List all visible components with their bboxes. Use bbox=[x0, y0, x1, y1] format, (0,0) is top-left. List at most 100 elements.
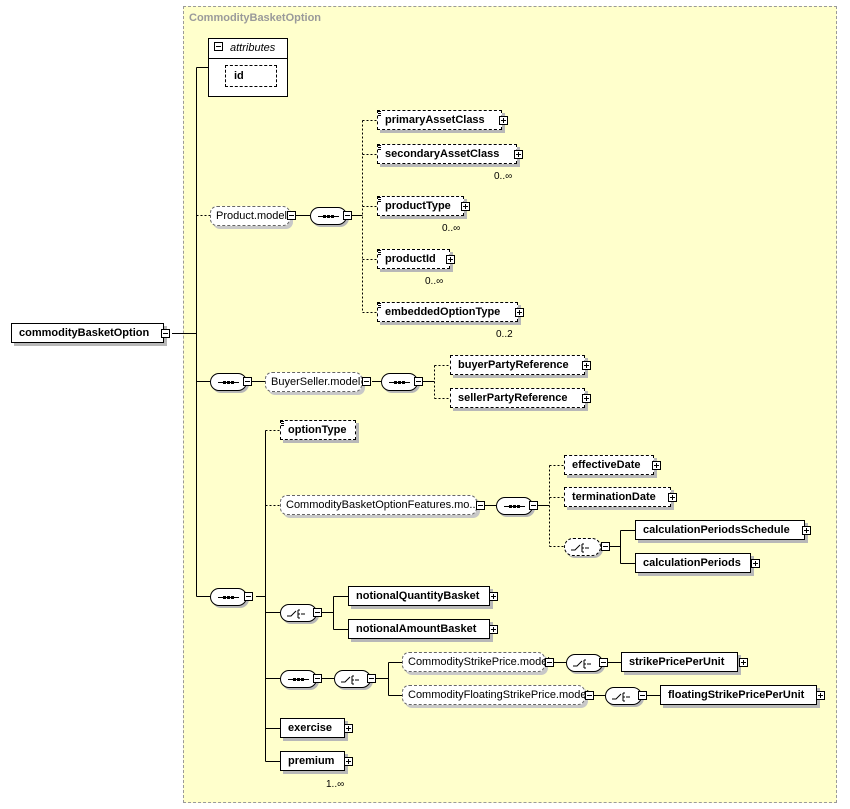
element-floating-strike-price-per-unit[interactable]: floatingStrikePricePerUnit bbox=[660, 685, 817, 705]
calculation-choice-collapse-button[interactable] bbox=[601, 542, 610, 551]
buyerseller-model-collapse-button[interactable] bbox=[362, 377, 371, 386]
product-id-expand-button[interactable] bbox=[446, 255, 455, 264]
element-calculation-periods[interactable]: calculationPeriods bbox=[635, 553, 751, 573]
strike-price-choice-compositor[interactable] bbox=[566, 654, 603, 672]
notional-amount-basket-expand-button[interactable] bbox=[489, 625, 498, 634]
notional-choice-collapse-button[interactable] bbox=[313, 608, 322, 617]
element-product-type[interactable]: productType bbox=[377, 196, 464, 216]
strike-price-model-group[interactable]: CommodityStrikePrice.model bbox=[402, 652, 550, 672]
floating-strike-price-per-unit-label: floatingStrikePricePerUnit bbox=[668, 689, 805, 701]
calculation-choice-compositor[interactable] bbox=[564, 538, 601, 556]
element-notional-amount-basket[interactable]: notionalAmountBasket bbox=[348, 619, 490, 639]
calculation-periods-label: calculationPeriods bbox=[643, 557, 741, 569]
element-effective-date[interactable]: effectiveDate bbox=[564, 455, 654, 475]
premium-cardinality: 1..∞ bbox=[326, 779, 345, 790]
seller-party-reference-expand-button[interactable] bbox=[582, 394, 591, 403]
attributes-collapse-button[interactable] bbox=[214, 42, 223, 51]
buyerseller-model-label: BuyerSeller.model bbox=[271, 376, 361, 388]
buyer-party-reference-label: buyerPartyReference bbox=[458, 359, 569, 371]
element-buyer-party-reference[interactable]: buyerPartyReference bbox=[450, 355, 585, 375]
element-product-id[interactable]: productId bbox=[377, 249, 450, 269]
strike-price-model-label: CommodityStrikePrice.model bbox=[408, 656, 550, 668]
element-premium[interactable]: premium bbox=[280, 751, 345, 771]
choice-icon bbox=[341, 675, 359, 685]
main-sequence-compositor[interactable] bbox=[210, 588, 247, 606]
effective-date-label: effectiveDate bbox=[572, 459, 641, 471]
product-type-cardinality: 0..∞ bbox=[442, 223, 461, 234]
buyerseller-sequence-collapse-button[interactable] bbox=[243, 377, 252, 386]
calculation-periods-expand-button[interactable] bbox=[751, 559, 760, 568]
strike-price-choice-collapse-button[interactable] bbox=[599, 658, 608, 667]
notional-choice-compositor[interactable] bbox=[280, 604, 317, 622]
option-type-label: optionType bbox=[288, 424, 347, 436]
effective-date-expand-button[interactable] bbox=[652, 461, 661, 470]
product-sequence-compositor[interactable] bbox=[310, 207, 347, 225]
buyerseller-sequence-compositor[interactable] bbox=[210, 373, 247, 391]
seller-party-reference-label: sellerPartyReference bbox=[458, 392, 568, 404]
secondary-asset-class-expand-button[interactable] bbox=[514, 150, 523, 159]
element-exercise[interactable]: exercise bbox=[280, 718, 345, 738]
strike-sequence-collapse-button[interactable] bbox=[313, 674, 322, 683]
notional-quantity-basket-expand-button[interactable] bbox=[489, 592, 498, 601]
root-element[interactable]: commodityBasketOption bbox=[11, 323, 164, 343]
choice-icon bbox=[573, 659, 591, 669]
buyerseller-model-group[interactable]: BuyerSeller.model bbox=[265, 372, 362, 392]
element-notional-quantity-basket[interactable]: notionalQuantityBasket bbox=[348, 586, 490, 606]
strike-sequence-compositor[interactable] bbox=[280, 670, 317, 688]
product-type-label: productType bbox=[385, 200, 451, 212]
root-collapse-button[interactable] bbox=[161, 329, 170, 338]
exercise-expand-button[interactable] bbox=[344, 724, 353, 733]
element-seller-party-reference[interactable]: sellerPartyReference bbox=[450, 388, 585, 408]
attributes-label: attributes bbox=[230, 42, 276, 54]
choice-icon bbox=[612, 692, 630, 702]
element-termination-date[interactable]: terminationDate bbox=[564, 487, 671, 507]
strike-choice-compositor[interactable] bbox=[334, 670, 371, 688]
product-sequence-collapse-button[interactable] bbox=[343, 211, 352, 220]
notional-quantity-basket-label: notionalQuantityBasket bbox=[356, 590, 480, 602]
secondary-asset-class-cardinality: 0..∞ bbox=[494, 171, 513, 182]
strike-price-per-unit-expand-button[interactable] bbox=[739, 658, 748, 667]
features-sequence-collapse-button[interactable] bbox=[529, 501, 538, 510]
floating-strike-choice-collapse-button[interactable] bbox=[638, 691, 647, 700]
premium-expand-button[interactable] bbox=[344, 757, 353, 766]
floating-strike-price-model-label: CommodityFloatingStrikePrice.model bbox=[408, 689, 589, 701]
attribute-id[interactable]: id bbox=[225, 65, 277, 87]
element-strike-price-per-unit[interactable]: strikePricePerUnit bbox=[621, 652, 738, 672]
calculation-periods-schedule-expand-button[interactable] bbox=[802, 526, 811, 535]
element-calculation-periods-schedule[interactable]: calculationPeriodsSchedule bbox=[635, 520, 805, 540]
exercise-label: exercise bbox=[288, 722, 333, 734]
main-sequence-collapse-button[interactable] bbox=[244, 592, 253, 601]
choice-icon bbox=[571, 543, 589, 553]
attributes-divider bbox=[208, 58, 288, 59]
termination-date-expand-button[interactable] bbox=[668, 493, 677, 502]
buyerseller-inner-sequence[interactable] bbox=[381, 373, 418, 391]
floating-strike-price-model-group[interactable]: CommodityFloatingStrikePrice.model bbox=[402, 685, 589, 705]
features-sequence-compositor[interactable] bbox=[496, 497, 533, 515]
primary-asset-class-expand-button[interactable] bbox=[499, 116, 508, 125]
embedded-option-type-label: embeddedOptionType bbox=[385, 306, 501, 318]
element-embedded-option-type[interactable]: embeddedOptionType bbox=[377, 302, 518, 322]
features-model-group[interactable]: CommodityBasketOptionFeatures.mo... bbox=[280, 495, 479, 515]
product-id-label: productId bbox=[385, 253, 436, 265]
floating-strike-price-per-unit-expand-button[interactable] bbox=[816, 691, 825, 700]
strike-price-model-collapse-button[interactable] bbox=[545, 658, 554, 667]
product-model-group[interactable]: Product.model bbox=[210, 206, 290, 226]
buyerseller-inner-collapse-button[interactable] bbox=[414, 377, 423, 386]
element-primary-asset-class[interactable]: primaryAssetClass bbox=[377, 110, 502, 130]
element-option-type[interactable]: optionType bbox=[280, 420, 356, 440]
floating-strike-price-model-collapse-button[interactable] bbox=[585, 691, 594, 700]
features-model-collapse-button[interactable] bbox=[476, 501, 485, 510]
buyer-party-reference-expand-button[interactable] bbox=[582, 361, 591, 370]
floating-strike-choice-compositor[interactable] bbox=[605, 687, 642, 705]
premium-label: premium bbox=[288, 755, 335, 767]
features-model-label: CommodityBasketOptionFeatures.mo... bbox=[286, 499, 479, 511]
product-type-expand-button[interactable] bbox=[461, 202, 470, 211]
product-model-collapse-button[interactable] bbox=[287, 211, 296, 220]
termination-date-label: terminationDate bbox=[572, 491, 656, 503]
embedded-option-type-expand-button[interactable] bbox=[515, 308, 524, 317]
element-secondary-asset-class[interactable]: secondaryAssetClass bbox=[377, 144, 517, 164]
root-element-label: commodityBasketOption bbox=[19, 327, 150, 339]
strike-choice-collapse-button[interactable] bbox=[367, 674, 376, 683]
